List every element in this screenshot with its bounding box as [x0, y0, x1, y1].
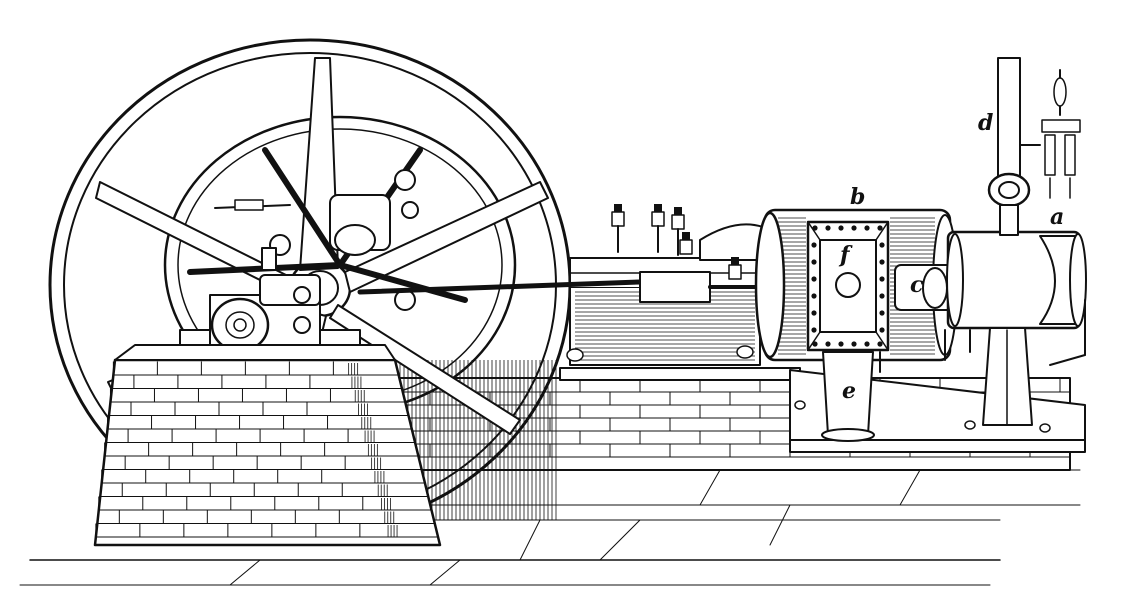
label-a: a: [1050, 204, 1064, 230]
brick-courses-pier: [95, 361, 439, 538]
bolt-head: [851, 341, 857, 347]
part-labels: a b c d e f: [838, 110, 1064, 404]
bolt-head: [877, 225, 883, 231]
bolt-head: [811, 293, 817, 299]
bolt-head: [811, 242, 817, 248]
bolt-head: [864, 225, 870, 231]
bolt-head: [838, 341, 844, 347]
steam-pipe: [987, 57, 1041, 236]
exhaust-connection: [894, 264, 956, 311]
bolt-head: [879, 310, 885, 316]
label-d: d: [978, 110, 993, 136]
bolt-head: [879, 276, 885, 282]
bolt-head: [877, 341, 883, 347]
bolt-head: [825, 341, 831, 347]
bolt-head: [879, 293, 885, 299]
bed-bolts: [794, 400, 1051, 433]
bolt-head: [879, 259, 885, 265]
brick-pier-front: [93, 344, 442, 547]
label-c: c: [910, 272, 924, 298]
bolt-head: [812, 341, 818, 347]
guide-shadow-hatching: [575, 291, 755, 361]
steam-chest: [946, 230, 1087, 426]
bolt-head: [838, 225, 844, 231]
bolt-head: [879, 327, 885, 333]
oil-cups: [566, 204, 754, 362]
bolt-head: [811, 327, 817, 333]
bolt-head: [811, 259, 817, 265]
drain-pipes: [879, 299, 1086, 373]
lubricator: [1041, 69, 1081, 199]
label-f: f: [838, 242, 853, 268]
bolt-head: [825, 225, 831, 231]
bolt-head: [811, 276, 817, 282]
label-e: e: [842, 378, 856, 404]
bolt-head: [812, 225, 818, 231]
bolt-head: [851, 225, 857, 231]
bolt-head: [864, 341, 870, 347]
bolt-head: [879, 242, 885, 248]
label-b: b: [850, 184, 865, 210]
valve-chest-bolts: [811, 225, 885, 347]
bolt-head: [811, 310, 817, 316]
crosshead-guide: [357, 223, 802, 366]
